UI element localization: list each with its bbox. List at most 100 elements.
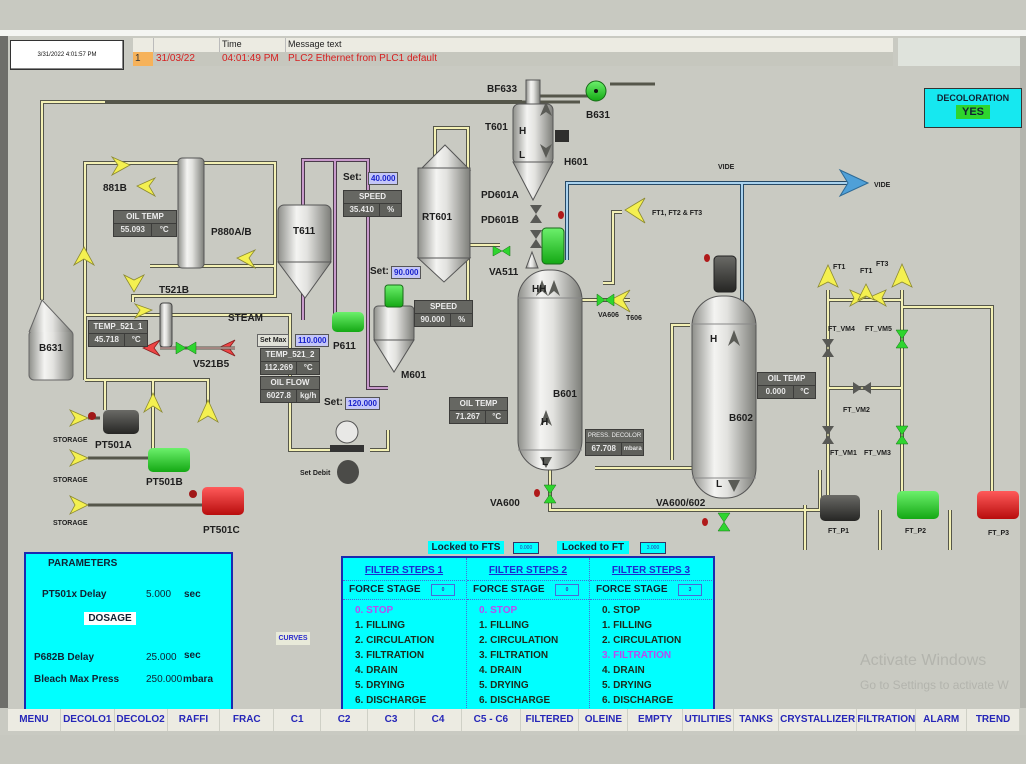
nav-button-trend[interactable]: TREND xyxy=(967,709,1020,731)
display-unit: % xyxy=(450,314,472,326)
nav-button-raffi[interactable]: RAFFI xyxy=(167,709,221,731)
label-va511: VA511 xyxy=(489,267,519,278)
arrow-icon xyxy=(69,495,89,515)
param-value[interactable]: 5.000 xyxy=(146,589,172,600)
param-unit: sec xyxy=(184,650,201,661)
nav-button-crystallizer[interactable]: CRYSTALLIZER xyxy=(779,709,858,731)
nav-button-frac[interactable]: FRAC xyxy=(220,709,275,731)
nav-button-c3[interactable]: C3 xyxy=(368,709,416,731)
speed-p611-setpoint[interactable]: 40.000 xyxy=(368,172,399,185)
arrow-icon xyxy=(817,264,839,288)
param-value[interactable]: 25.000 xyxy=(146,652,177,663)
nav-button-c2[interactable]: C2 xyxy=(321,709,369,731)
alarm-row[interactable]: 1 31/03/22 04:01:49 PM PLC2 Ethernet fro… xyxy=(133,52,893,66)
label-v521b5: V521B5 xyxy=(193,359,230,370)
right-frame xyxy=(1020,36,1026,708)
agitator-motor-icon xyxy=(384,284,404,308)
p880-vessel xyxy=(177,157,205,269)
label-ft-vm2: FT_VM2 xyxy=(843,407,870,414)
speed-m601-setpoint[interactable]: 90.000 xyxy=(391,266,422,279)
label-ft-p2: FT_P2 xyxy=(905,528,927,535)
nav-button-c4[interactable]: C4 xyxy=(415,709,463,731)
alarm-message: PLC2 Ethernet from PLC1 default xyxy=(288,53,437,64)
decoloration-status[interactable]: DECOLORATION YES xyxy=(924,88,1022,128)
nav-button-decolo1[interactable]: DECOLO1 xyxy=(60,709,115,731)
valve-icon xyxy=(895,434,909,445)
display-title: SPEED xyxy=(344,191,401,204)
set-max-value[interactable]: 110.000 xyxy=(295,334,330,347)
pt501a-pump-icon xyxy=(88,410,139,434)
alarm-ack-area[interactable] xyxy=(898,38,1020,66)
valve-icon xyxy=(895,338,909,349)
pt501b-pump-icon xyxy=(148,448,190,472)
debit-setpoint[interactable]: 120.000 xyxy=(345,397,380,410)
filter-step-item: 4. DRAIN xyxy=(479,665,522,676)
temp-521-1-display: TEMP_521_1 45.718°C xyxy=(88,320,148,347)
nav-button-c5-c6[interactable]: C5 - C6 xyxy=(462,709,521,731)
display-value: 55.093 xyxy=(120,225,145,234)
b602-reactor xyxy=(691,255,757,499)
label-ft-vm4: FT_VM4 xyxy=(828,326,855,333)
display-title: OIL TEMP xyxy=(758,373,815,386)
filter-steps-title[interactable]: FILTER STEPS 1 xyxy=(343,558,465,581)
t521b-exchanger xyxy=(159,302,173,348)
display-title: PRESS. DECOLOR xyxy=(586,430,643,443)
nav-button-utilities[interactable]: UTILITIES xyxy=(683,709,735,731)
nav-button-empty[interactable]: EMPTY xyxy=(628,709,684,731)
set-max-label: Set Max xyxy=(257,334,290,347)
filter-step-item: 6. DISCHARGE xyxy=(602,695,674,706)
filter-steps-title[interactable]: FILTER STEPS 2 xyxy=(467,558,589,581)
label-storage-1: STORAGE xyxy=(53,437,88,444)
valve-icon xyxy=(604,293,615,307)
filter-steps-title[interactable]: FILTER STEPS 3 xyxy=(590,558,712,581)
nav-button-decolo2[interactable]: DECOLO2 xyxy=(114,709,168,731)
force-stage-input[interactable]: 3 xyxy=(678,584,702,596)
locked-to-fts-value[interactable]: 0.000 xyxy=(513,542,539,554)
force-stage-label: FORCE STAGE xyxy=(473,584,545,595)
force-stage-input[interactable]: 0 xyxy=(431,584,455,596)
filter-step-item: 5. DRYING xyxy=(602,680,652,691)
nav-button-filtered[interactable]: FILTERED xyxy=(520,709,580,731)
nav-button-c1[interactable]: C1 xyxy=(274,709,322,731)
label-set-debit: Set Debit xyxy=(300,470,331,477)
valve-icon xyxy=(717,512,731,523)
nav-button-oleine[interactable]: OLEINE xyxy=(579,709,629,731)
curves-button[interactable]: CURVES xyxy=(276,632,310,645)
param-unit: mbara xyxy=(183,674,214,685)
decoloration-value: YES xyxy=(956,105,990,119)
valve-icon xyxy=(822,348,834,357)
nav-button-tanks[interactable]: TANKS xyxy=(734,709,780,731)
nav-button-filtration[interactable]: FILTRATION xyxy=(857,709,917,731)
label-881b: 881B xyxy=(103,183,127,194)
valve-icon xyxy=(501,245,511,257)
filter-step-item: 5. DRYING xyxy=(355,680,405,691)
arrow-icon xyxy=(891,262,913,288)
label-t606: T606 xyxy=(626,315,642,322)
nav-button-alarm[interactable]: ALARM xyxy=(916,709,968,731)
arrow-icon xyxy=(110,156,131,177)
dosage-button[interactable]: DOSAGE xyxy=(84,612,136,625)
level-h: H xyxy=(519,126,527,137)
nav-button-menu[interactable]: MENU xyxy=(8,709,61,731)
label-t601: T601 xyxy=(485,122,508,133)
force-stage-input[interactable]: 0 xyxy=(555,584,579,596)
arrow-icon xyxy=(236,249,257,270)
display-value: 90.000 xyxy=(420,315,445,324)
temp-521-2-display: TEMP_521_2 112.269°C xyxy=(260,348,320,375)
speed-p611-display: SPEED 35.410% xyxy=(343,190,402,217)
level-hh: HH xyxy=(532,284,547,295)
valves-closed xyxy=(530,205,871,444)
locked-to-ft-value[interactable]: 3.000 xyxy=(640,542,666,554)
display-title: TEMP_521_2 xyxy=(261,349,319,362)
rt601-vessel xyxy=(416,144,472,283)
param-value[interactable]: 250.000 xyxy=(146,674,183,685)
label-ft-vm1: FT_VM1 xyxy=(830,450,857,457)
vide-arrow-icon xyxy=(838,168,870,198)
alarm-banner[interactable]: Time Message text 1 31/03/22 04:01:49 PM… xyxy=(133,38,893,66)
valve-icon xyxy=(175,341,187,355)
